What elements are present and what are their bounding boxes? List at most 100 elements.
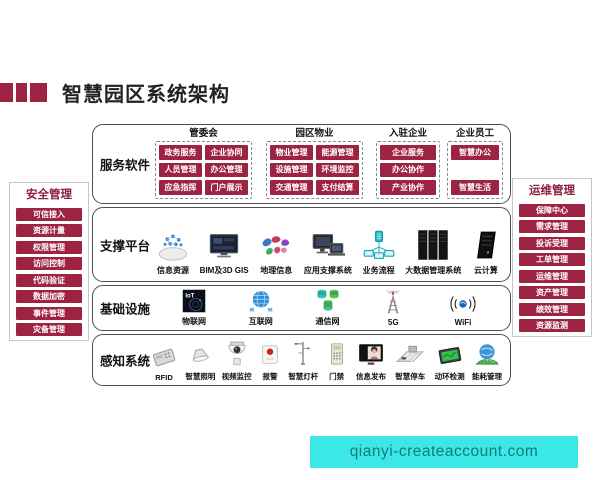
icon-label: 物联网 [182,317,206,326]
dome-camera-icon [228,341,246,366]
security-node: 访问控制 [16,257,82,270]
infrastructure-item: 5G [380,290,406,327]
icon-label: 智慧照明 [185,372,216,381]
platform-item: 大数据管理系统 [405,227,461,276]
smart-lighting-icon [192,348,210,362]
service-node: 支付结算 [316,180,359,195]
platform-item: 云计算 [470,227,502,276]
perception-item: 报警 [258,341,282,382]
security-node: 事件管理 [16,306,82,320]
layer-label: 服务软件 [99,158,150,173]
infrastructure-layer: 基础设施 IoT 物联网 互联网 通信网 5G WiFi [92,285,511,331]
perception-item: 智慧照明 [185,341,215,382]
group-park-property: 园区物业 物业管理 能源管理 设施管理 环境监控 交通管理 支付结算 [266,128,363,199]
service-node: 智慧生活 [451,180,499,195]
layer-label: 基础设施 [99,302,150,317]
service-node: 物业管理 [270,145,313,160]
platform-item: 地理信息 [257,231,295,276]
operations-node: 投诉受理 [519,236,585,250]
operations-node: 保障中心 [519,203,585,217]
perception-item: RFID [149,343,179,382]
operations-node: 需求管理 [519,220,585,233]
service-node: 门户展示 [205,180,248,195]
panel-title: 运维管理 [529,185,575,197]
icon-label: 大数据管理系统 [405,266,462,275]
service-node: 设施管理 [270,162,313,178]
icon-label: 能耗管理 [471,372,502,381]
infrastructure-items: IoT 物联网 互联网 通信网 5G WiFi [181,289,480,327]
info-display-icon [359,344,383,365]
security-node: 可信接入 [16,207,82,221]
operations-node: 工单管理 [519,253,585,266]
security-node: 数据加密 [16,290,82,303]
icon-label: 门禁 [329,372,345,381]
operations-node: 资源监测 [519,319,585,332]
group-resident-enterprises: 入驻企业 企业服务 办公协作 产业协作 [376,128,440,199]
infrastructure-item: IoT 物联网 [181,288,207,327]
icon-label: 5G [387,318,399,327]
service-node: 企业服务 [380,145,436,160]
icon-label: BIM及3D GIS [199,266,249,275]
telecom-network-icon [317,289,338,311]
iot-icon: IoT [182,289,206,313]
icon-label: 报警 [262,372,278,381]
security-management-panel: 安全管理 可信接入 资源计量 权限管理 访问控制 代码验证 数据加密 事件管理 … [9,182,89,341]
icon-label: 智慧灯杆 [288,372,319,381]
perception-items: RFID 智慧照明 视频监控 报警 智慧灯杆 门禁 [149,338,502,382]
icon-label: 地理信息 [260,266,293,275]
icon-label: 业务流程 [362,266,395,275]
perception-item: 门禁 [325,339,349,382]
layer-label: 支撑平台 [99,239,150,253]
platform-items: 信息资源 BIM及3D GIS 地理信息 应用支撑系统 业务流程 大数据管理系统 [155,216,502,276]
group-heading: 园区物业 [295,128,334,139]
operations-node: 资产管理 [519,286,585,299]
service-node: 办公协作 [380,162,436,178]
service-node: 产业协作 [380,180,436,195]
service-node: 企业协同 [205,145,248,160]
env-monitoring-icon [438,347,461,364]
icon-label: 通信网 [315,317,340,326]
layer-label: 感知系统 [99,354,150,369]
title-row: 智慧园区系统架构 [0,81,230,106]
service-node: 政务服务 [159,145,202,160]
group-box: 物业管理 能源管理 设施管理 环境监控 交通管理 支付结算 [266,141,363,199]
icon-label: 视频监控 [221,372,252,381]
world-map-icon [262,236,290,255]
group-heading: 管委会 [189,128,218,139]
service-node: 应急指挥 [159,180,202,195]
platform-item: 业务流程 [361,229,397,276]
group-management-committee: 管委会 政务服务 企业协同 人员管理 办公管理 应急指挥 门户展示 [155,128,252,199]
platform-item: 应用支撑系统 [304,229,352,276]
operations-node: 运维管理 [519,269,585,283]
icon-label: 应用支撑系统 [303,266,352,275]
service-node: 交通管理 [270,180,313,195]
rfid-reader-icon [152,348,176,367]
operations-node: 绩效管理 [519,302,585,316]
icon-label: 动环检测 [434,372,465,381]
alarm-button-icon [262,345,278,364]
group-box: 政务服务 企业协同 人员管理 办公管理 应急指挥 门户展示 [155,141,252,199]
smart-lamppost-icon [295,341,310,365]
title-accent-square [30,82,47,102]
group-heading: 企业员工 [455,128,494,139]
perception-item: 智慧停车 [393,341,427,382]
perception-item: 视频监控 [222,339,252,382]
security-node: 资源计量 [16,224,82,237]
group-enterprise-employees: 企业员工 智慧办公 智慧生活 [447,128,503,199]
group-box: 企业服务 办公协作 产业协作 [376,141,440,199]
icon-label: 云计算 [473,266,498,275]
5g-tower-icon [386,290,400,314]
bim-3dgis-screen-icon [209,234,239,258]
service-node: 能源管理 [316,145,359,160]
group-heading: 入驻企业 [388,128,427,139]
access-keypad-icon [330,343,343,365]
infrastructure-item: 互联网 [247,288,275,327]
perception-item: 信息发布 [355,341,387,382]
icon-label: 互联网 [248,317,273,326]
service-node: 人员管理 [159,162,202,178]
security-node: 代码验证 [16,273,82,287]
watermark-link[interactable]: qianyi-createaccount.com [310,436,578,468]
svg-text:IoT: IoT [185,294,194,300]
platform-item: 信息资源 [155,229,191,276]
service-node: 环境监控 [316,162,359,178]
